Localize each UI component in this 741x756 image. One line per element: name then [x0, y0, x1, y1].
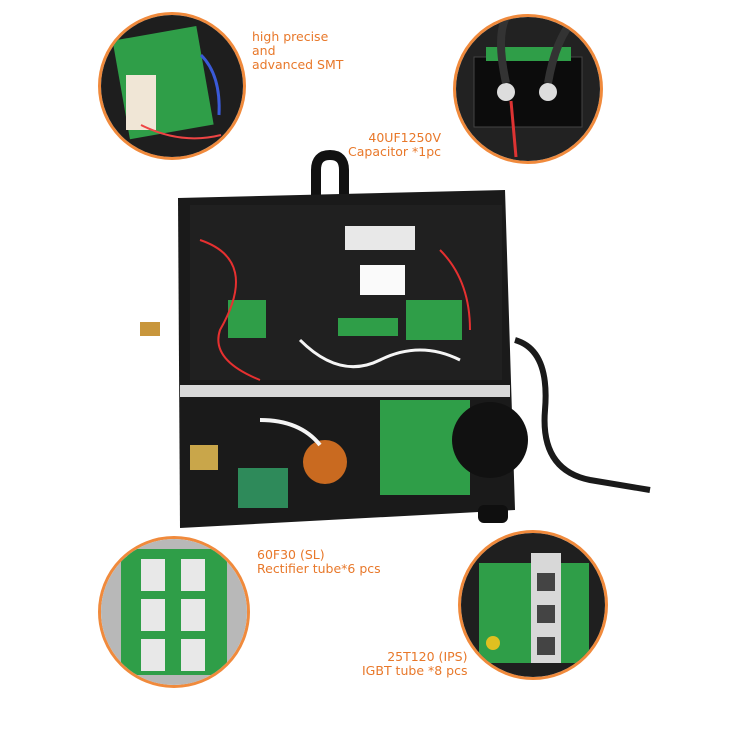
igbt-closeup	[458, 530, 608, 680]
capacitor-image	[456, 17, 600, 161]
igbt-callout-line2: IGBT tube *8 pcs	[362, 663, 468, 678]
igbt-image	[461, 533, 605, 677]
smt-callout-line3: advanced SMT	[252, 57, 344, 72]
igbt-callout: 25T120 (IPS) IGBT tube *8 pcs	[362, 650, 467, 678]
rectifier-callout-line1: 60F30 (SL)	[257, 547, 325, 562]
igbt-callout-line1: 25T120 (IPS)	[387, 649, 468, 664]
capacitor-closeup	[453, 14, 603, 164]
smt-callout-line2: and	[252, 43, 276, 58]
capacitor-callout: 40UF1250V Capacitor *1pc	[348, 131, 441, 159]
smt-board-image	[101, 15, 243, 157]
rectifier-callout: 60F30 (SL) Rectifier tube*6 pcs	[257, 548, 381, 576]
smt-board-closeup	[98, 12, 246, 160]
capacitor-callout-line2: Capacitor *1pc	[348, 144, 441, 159]
rectifier-callout-line2: Rectifier tube*6 pcs	[257, 561, 381, 576]
capacitor-callout-line1: 40UF1250V	[368, 130, 441, 145]
rectifier-closeup	[98, 536, 250, 688]
rectifier-image	[101, 539, 247, 685]
smt-callout-line1: high precise	[252, 29, 329, 44]
smt-callout: high precise and advanced SMT	[252, 30, 343, 72]
